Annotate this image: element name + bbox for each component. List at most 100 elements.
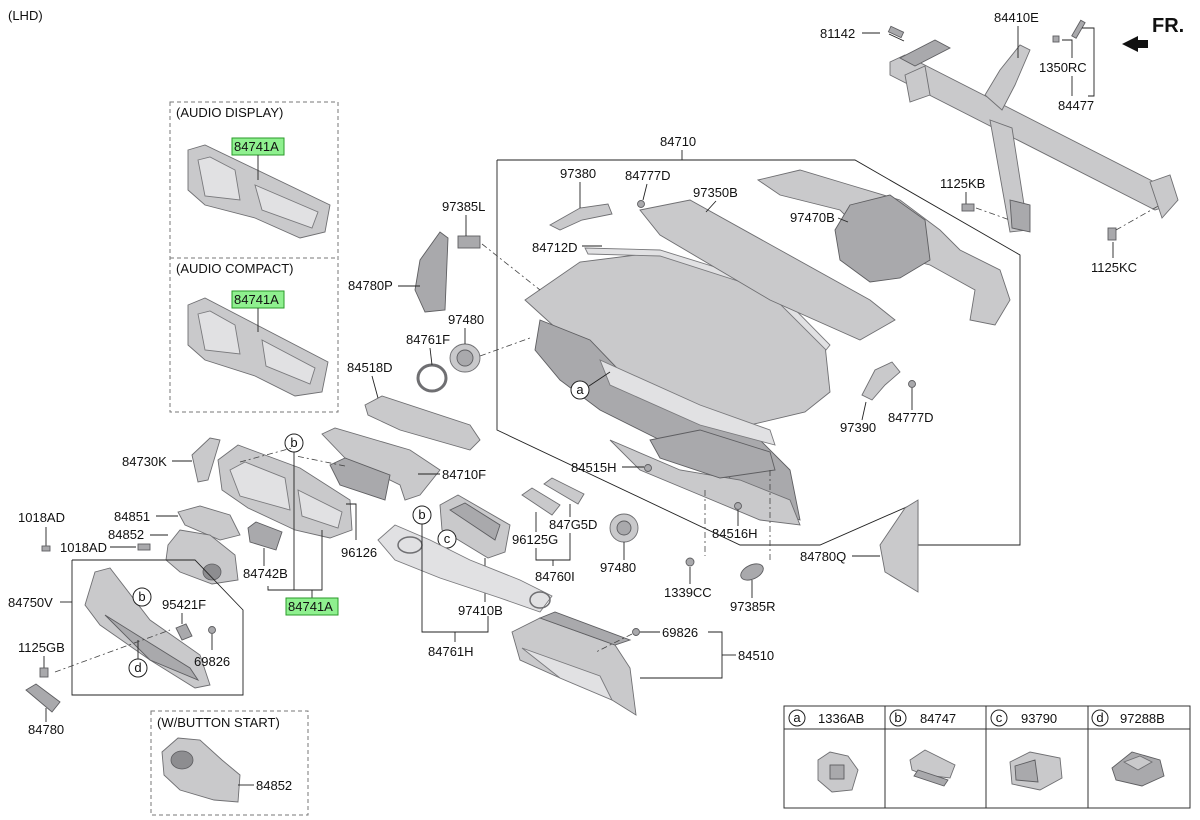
center-vent-97410B-part xyxy=(439,494,511,559)
legend-b-part: 84747 xyxy=(920,711,956,726)
vent-duct-97470B-part xyxy=(756,169,1011,326)
part-label-84518D: 84518D xyxy=(347,360,393,375)
switch-847G5D-part xyxy=(543,477,585,505)
lower-crash-pad-84750V-part xyxy=(84,567,211,689)
screw-69826-icon xyxy=(208,626,216,634)
part-label-69826-left: 69826 xyxy=(194,654,230,669)
legend-c-key: c xyxy=(996,710,1003,725)
switch-93790-image xyxy=(1009,751,1063,791)
part-label-96126: 96126 xyxy=(341,545,377,560)
cluster-fascia-part xyxy=(217,444,353,539)
lower-panel-box xyxy=(71,559,244,696)
side-trim-84730K-part xyxy=(191,437,221,483)
part-label-84710: 84710 xyxy=(660,134,696,149)
part-label-bg xyxy=(285,597,339,616)
crash-pad-lower-84851-part xyxy=(177,505,241,541)
part-label-96125G: 96125G xyxy=(512,532,558,547)
part-label-84780P: 84780P xyxy=(348,278,393,293)
part-label-84750V: 84750V xyxy=(8,595,53,610)
legend-b-key: b xyxy=(894,710,901,725)
legend-a-key: a xyxy=(793,710,801,725)
panel-84742B-part xyxy=(247,521,283,551)
part-label-84777D-top: 84777D xyxy=(625,168,671,183)
clip-1336AB-image xyxy=(817,751,859,793)
part-label-84741A-display: 84741A xyxy=(234,139,279,154)
clip-icon xyxy=(644,464,652,472)
part-label-84410E: 84410E xyxy=(994,10,1039,25)
legend-table: a 1336AB b 84747 c 93790 d 97288B xyxy=(783,705,1191,809)
side-cover-84780Q-part xyxy=(879,499,919,593)
vent-ring-84761F-part xyxy=(416,363,448,393)
side-vent-97480-left-part xyxy=(449,343,481,373)
part-label-84477: 84477 xyxy=(1058,98,1094,113)
part-label-84851: 84851 xyxy=(114,509,150,524)
part-label-97380: 97380 xyxy=(560,166,596,181)
part-label-84712D: 84712D xyxy=(532,240,578,255)
part-label-97480-right: 97480 xyxy=(600,560,636,575)
bolt-1125KC-icon xyxy=(1107,227,1117,241)
part-label-97410B: 97410B xyxy=(458,603,503,618)
lower-panel-84515H-part xyxy=(649,429,776,479)
bolt-1125GB-icon xyxy=(39,667,49,678)
legend-c-part: 93790 xyxy=(1021,711,1057,726)
part-label-84515H: 84515H xyxy=(571,460,617,475)
side-vent-97480-right-part xyxy=(609,513,639,543)
part-label-97385R: 97385R xyxy=(730,599,776,614)
legend-a-marker xyxy=(788,709,806,727)
part-label-1018AD-top: 1018AD xyxy=(18,510,65,525)
part-label-84741A-main: 84741A xyxy=(288,599,333,614)
speaker-grille-97385L-part xyxy=(457,235,481,249)
part-label-84852-alt: 84852 xyxy=(256,778,292,793)
part-label-1125GB: 1125GB xyxy=(18,640,65,655)
cluster-housing-part xyxy=(329,457,391,501)
audio-compact-title: (AUDIO COMPACT) xyxy=(176,261,293,276)
legend-b-marker xyxy=(889,709,907,727)
lhd-label: (LHD) xyxy=(8,8,43,23)
part-label-84777D-low: 84777D xyxy=(888,410,934,425)
switch-96125G-part xyxy=(521,487,561,516)
audio-compact-bezel-part xyxy=(187,297,329,397)
clip-84747-image xyxy=(909,749,956,787)
part-label-84761H: 84761H xyxy=(428,644,474,659)
audio-display-title: (AUDIO DISPLAY) xyxy=(176,105,283,120)
part-label-84780: 84780 xyxy=(28,722,64,737)
button-start-title: (W/BUTTON START) xyxy=(157,715,280,730)
cowl-cross-bar-part xyxy=(889,39,1179,233)
callout-d-label: d xyxy=(134,660,141,675)
part-label-84510: 84510 xyxy=(738,648,774,663)
audio-display-bezel-part xyxy=(187,144,331,239)
clip-1339CC-icon xyxy=(685,557,695,567)
cover-84780-part xyxy=(25,683,61,713)
center-garnish-84761H-part xyxy=(377,524,553,613)
glove-box-84510-part xyxy=(511,611,637,716)
bolt-81142-icon xyxy=(887,25,905,39)
front-direction-label: FR. xyxy=(1152,15,1184,37)
part-label-1125KC: 1125KC xyxy=(1091,260,1137,275)
bracket-84518D-part xyxy=(364,395,481,451)
switch-95421F-part xyxy=(175,623,193,641)
button-start-option-box xyxy=(150,710,309,816)
legend-c-marker xyxy=(990,709,1008,727)
bolt-1018AD-icon xyxy=(137,543,151,551)
callout-a-label: a xyxy=(576,382,584,397)
part-label-84761F: 84761F xyxy=(406,332,450,347)
screw-69826-icon xyxy=(632,628,640,636)
part-label-84780Q: 84780Q xyxy=(800,549,846,564)
part-label-84730K: 84730K xyxy=(122,454,167,469)
legend-d-marker xyxy=(1091,709,1109,727)
side-panel-84780P-part xyxy=(414,231,449,313)
legend-a-part: 1336AB xyxy=(818,711,864,726)
part-label-95421F: 95421F xyxy=(162,597,206,612)
steering-column-shroud-84852-part xyxy=(165,529,239,585)
part-label-97480-left: 97480 xyxy=(448,312,484,327)
part-label-847G5D: 847G5D xyxy=(549,517,597,532)
part-label-97350B: 97350B xyxy=(693,185,738,200)
part-label-84741A-compact: 84741A xyxy=(234,292,279,307)
part-label-81142: 81142 xyxy=(820,26,855,41)
defroster-duct-97350B-part xyxy=(639,199,896,341)
bolt-1125KB-icon xyxy=(961,203,975,212)
screw-icon xyxy=(908,380,916,388)
audio-option-box xyxy=(169,101,339,413)
knee-cover-alt-part xyxy=(161,737,241,803)
